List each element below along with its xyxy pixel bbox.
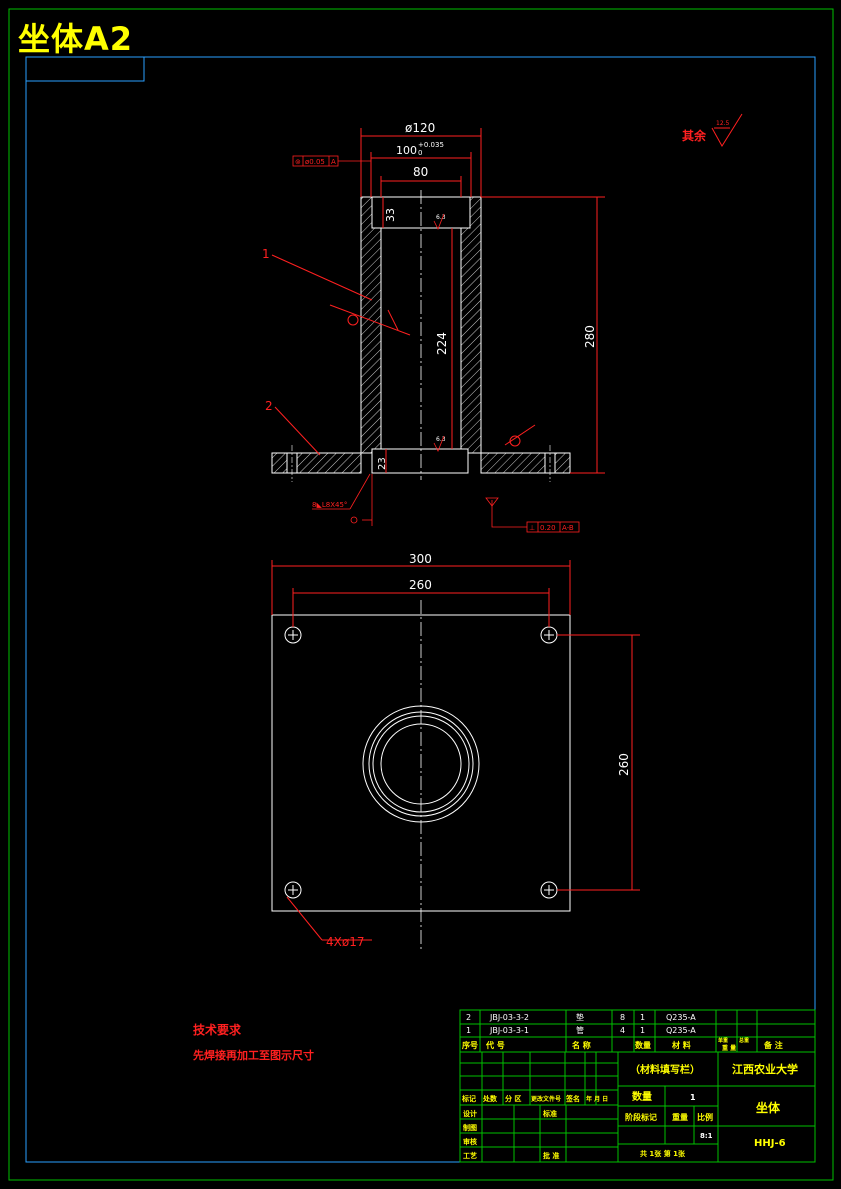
dim-h33: 33 bbox=[384, 208, 397, 222]
bom-row-1-code: JBJ-03-3-1 bbox=[489, 1026, 529, 1035]
dim-h23: 23 bbox=[377, 457, 388, 470]
school-name: 江西农业大学 bbox=[732, 1062, 798, 1076]
bom-header-name: 名 称 bbox=[572, 1040, 591, 1050]
part-name: 坐体 bbox=[756, 1100, 781, 1115]
bom-header-unit: 单重 bbox=[718, 1037, 728, 1044]
tech-req-line1: 先焊接再加工至图示尺寸 bbox=[193, 1049, 314, 1062]
title-block bbox=[459, 1009, 816, 1163]
scale-label: 比例 bbox=[697, 1112, 713, 1122]
outer-frame bbox=[8, 8, 834, 1181]
quantity-label: 数量 bbox=[632, 1090, 652, 1103]
bom-header-total: 总重 bbox=[739, 1037, 749, 1044]
rev-col-zone: 分 区 bbox=[505, 1094, 521, 1103]
bom-row-2-qty: 1 bbox=[640, 1013, 645, 1022]
bom-header-no: 序号 bbox=[462, 1040, 478, 1050]
rev-col-mark: 标记 bbox=[461, 1094, 476, 1103]
weight-label: 重量 bbox=[672, 1112, 688, 1122]
rev-col-count: 处数 bbox=[482, 1094, 498, 1103]
bom-row-1-qtya: 4 bbox=[620, 1026, 625, 1035]
bom-header-code: 代 号 bbox=[485, 1040, 505, 1050]
roughness-note-value: 12.5 bbox=[716, 120, 730, 127]
rev-col-docno: 更改文件号 bbox=[531, 1095, 561, 1103]
bom-header-weight: 重 量 bbox=[722, 1044, 736, 1052]
rough-a: 6.3 bbox=[436, 214, 446, 221]
standard-label: 标准 bbox=[542, 1109, 557, 1118]
stage-label: 阶段标记 bbox=[625, 1112, 657, 1122]
dim-h224: 224 bbox=[435, 332, 449, 355]
dim-d120: ø120 bbox=[405, 121, 435, 135]
dim-holes: 4Xø17 bbox=[326, 935, 364, 949]
rev-col-date: 年 月 日 bbox=[586, 1095, 608, 1103]
tube-wall-right bbox=[460, 196, 482, 454]
front-view: 1 2 ø120 100 +0.035 0 bbox=[262, 121, 605, 533]
rev-col-sign: 签名 bbox=[565, 1094, 580, 1103]
tube-outer-circle bbox=[362, 705, 480, 823]
review-label: 审核 bbox=[463, 1137, 477, 1146]
process-label: 工艺 bbox=[463, 1151, 477, 1160]
dim-d100-tol: +0.035 bbox=[418, 141, 444, 149]
part-label-2: 2 bbox=[265, 399, 273, 413]
dim-w80: 80 bbox=[413, 165, 428, 179]
dim-h260: 260 bbox=[617, 753, 631, 776]
tube-wall-left bbox=[360, 196, 382, 454]
part-label-1: 1 bbox=[262, 247, 270, 261]
approve-label: 批 准 bbox=[543, 1151, 559, 1160]
base-plate-right bbox=[480, 452, 571, 474]
svg-text:⊚: ⊚ bbox=[295, 158, 301, 166]
svg-text:A-B: A-B bbox=[562, 524, 574, 532]
inner-frame bbox=[25, 56, 816, 1163]
bom-header-qty: 数量 bbox=[635, 1040, 651, 1050]
sheet-title: 坐体A2 bbox=[18, 20, 134, 58]
bom-row-2-code: JBJ-03-3-2 bbox=[489, 1013, 529, 1022]
bom-row-2-qtya: 8 bbox=[620, 1013, 625, 1022]
scale-value: 8:1 bbox=[700, 1132, 713, 1140]
plan-view: 300 260 260 4Xø17 bbox=[271, 552, 640, 950]
svg-text:⊥: ⊥ bbox=[529, 524, 535, 532]
dim-w300: 300 bbox=[409, 552, 432, 566]
bottom-bore bbox=[371, 448, 469, 474]
roughness-note: 其余 12.5 bbox=[682, 113, 743, 147]
svg-text:A: A bbox=[331, 158, 336, 166]
bom-row-1-material: Q235-A bbox=[666, 1026, 696, 1035]
bom-row-2-no: 2 bbox=[466, 1013, 471, 1022]
dim-d100: 100 bbox=[396, 144, 417, 157]
sheets: 共 1张 第 1张 bbox=[640, 1149, 686, 1158]
dim-d100-tol2: 0 bbox=[418, 149, 422, 157]
corner-box bbox=[25, 56, 145, 82]
quantity-value: 1 bbox=[690, 1093, 696, 1102]
tube-inner-circle bbox=[380, 723, 462, 805]
material-fill: （材料填写栏） bbox=[630, 1063, 700, 1076]
base-plate-left bbox=[271, 452, 362, 474]
bom-row-1-qty: 1 bbox=[640, 1026, 645, 1035]
gdt-bottom: ⊥ 0.20 A-B bbox=[485, 497, 580, 533]
svg-text:ø0.05: ø0.05 bbox=[305, 158, 325, 166]
bom-row-2-material: Q235-A bbox=[666, 1013, 696, 1022]
bom-header-material: 材 料 bbox=[672, 1040, 691, 1050]
bom-row-2-name: 垫 bbox=[576, 1012, 584, 1022]
bom-header-remark: 备 注 bbox=[763, 1040, 783, 1050]
drawing-no: HHJ-6 bbox=[754, 1138, 786, 1149]
bom-row-1-name: 管 bbox=[576, 1025, 584, 1035]
tech-req-title: 技术要求 bbox=[193, 1023, 242, 1037]
roughness-note-label: 其余 bbox=[682, 128, 707, 143]
design-label: 设计 bbox=[463, 1109, 477, 1118]
svg-text:0.20: 0.20 bbox=[540, 524, 556, 532]
dim-w260: 260 bbox=[409, 578, 432, 592]
bom-row-1-no: 1 bbox=[466, 1026, 471, 1035]
draw-label: 制图 bbox=[463, 1123, 477, 1132]
rough-b: 6.3 bbox=[436, 436, 446, 443]
weld-note: 8◣L8X45° bbox=[312, 501, 347, 509]
dim-h280: 280 bbox=[583, 325, 597, 348]
gdt-top: ⊚ ø0.05 A bbox=[292, 155, 371, 167]
